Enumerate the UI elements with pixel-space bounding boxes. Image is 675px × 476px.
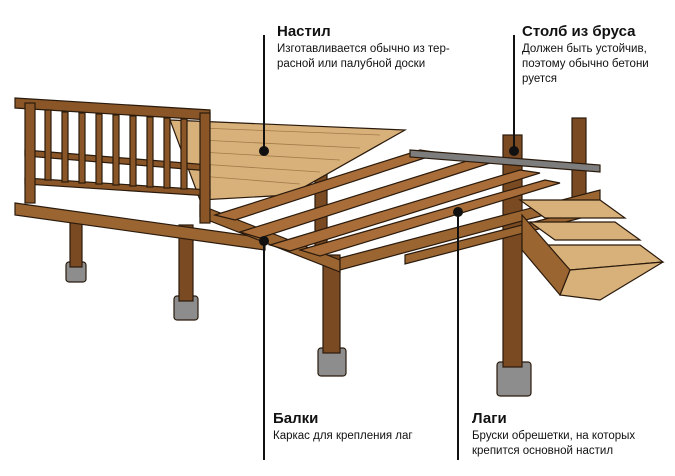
post-label: Столб из бруса Должен быть устойчив, поэ… — [522, 23, 649, 87]
beams-title: Балки — [273, 410, 319, 427]
decking-label: Настил Изготавливается обычно из тер- ра… — [277, 23, 450, 72]
concrete-footings — [65, 261, 532, 397]
post-title: Столб из бруса — [522, 23, 636, 40]
decking-title: Настил — [277, 23, 331, 40]
joists-label: Лаги Бруски обрешетки, на которых крепит… — [472, 410, 635, 459]
stairs — [518, 199, 665, 301]
joists — [212, 149, 601, 257]
joists-description: Бруски обрешетки, на которых крепится ос… — [472, 430, 636, 457]
beams-description: Каркас для крепления лаг — [273, 430, 413, 442]
post-description: Должен быть устойчив, поэтому обычно бет… — [522, 43, 649, 85]
railing — [14, 97, 211, 224]
joists-title: Лаги — [472, 410, 507, 427]
leader-lines — [259, 35, 519, 460]
decking-description: Изготавливается обычно из тер- расной ил… — [277, 43, 450, 70]
beams-label: Балки Каркас для крепления лаг — [273, 410, 413, 444]
